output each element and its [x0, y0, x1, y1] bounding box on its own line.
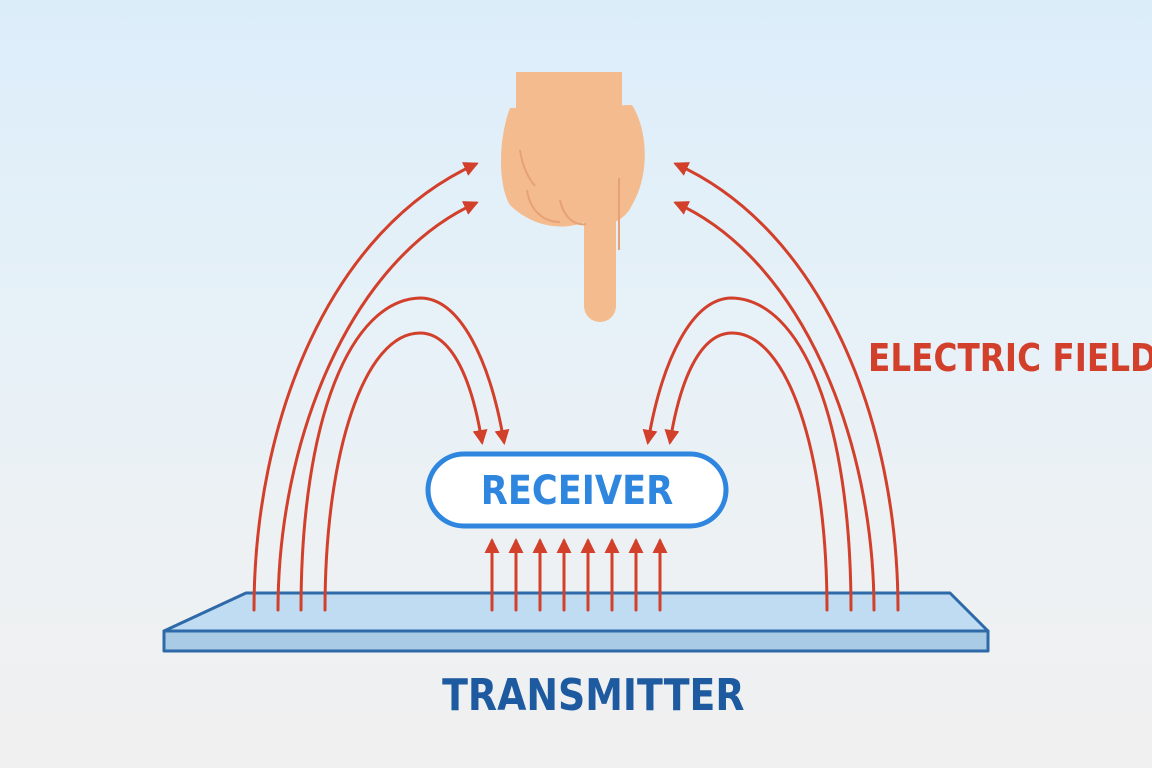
outer-arc-right-1 [673, 162, 900, 612]
transmitter-label: TRANSMITTER [442, 670, 745, 721]
plate-front-face [162, 629, 990, 653]
pointing-hand-icon [501, 72, 645, 322]
plate-top-face [162, 591, 990, 633]
electric-field-lines [252, 162, 900, 612]
receiver-electrode [425, 451, 729, 529]
outer-arc-left-2 [276, 201, 479, 612]
outer-arc-right-2 [673, 201, 876, 612]
inner-arc-right-1 [642, 296, 853, 612]
inner-arc-left-2 [323, 331, 488, 612]
electric-field-label: ELECTRIC FIELD [868, 336, 1152, 380]
inner-arc-left-1 [299, 296, 510, 612]
receiver-label: RECEIVER [480, 468, 674, 514]
inner-arc-right-2 [664, 331, 829, 612]
outer-arc-left-1 [252, 162, 479, 612]
transmitter-plate [162, 591, 990, 653]
